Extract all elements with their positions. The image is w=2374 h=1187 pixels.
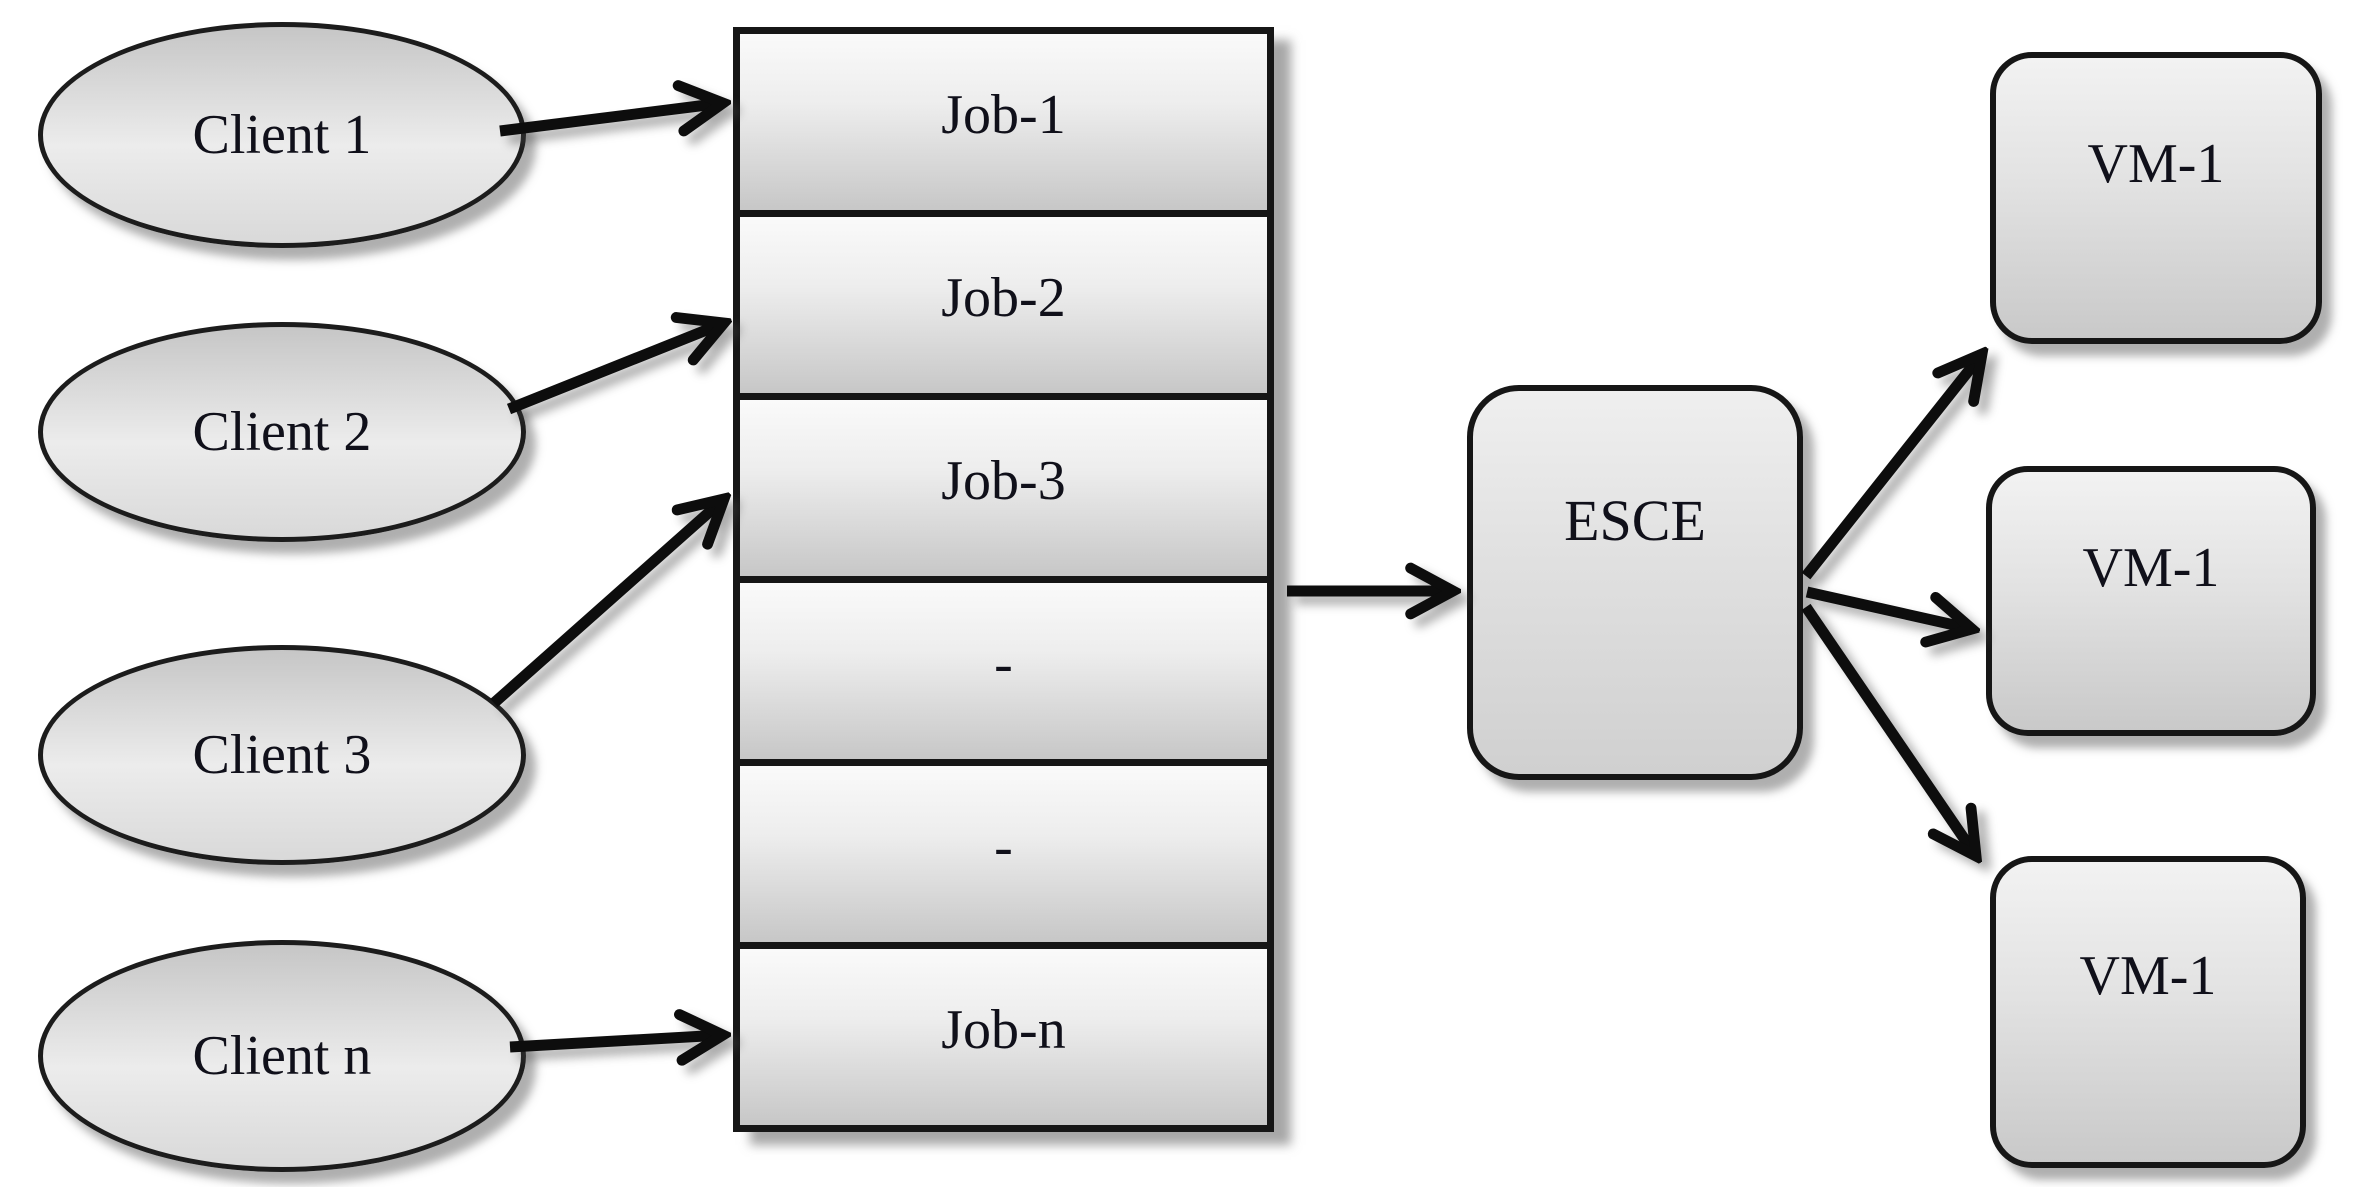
client-node-3-label: Client 3 (192, 724, 372, 786)
job-cell-3-label: Job-3 (941, 450, 1066, 512)
vm-node-1: VM-1 (1990, 52, 2322, 344)
job-cell-3: Job-3 (740, 400, 1267, 576)
arrow-esce-to-vm3 (1801, 603, 1976, 856)
job-cell-4-label: - (994, 633, 1013, 695)
job-cell-4-empty: - (740, 583, 1267, 759)
job-cell-n: Job-n (740, 949, 1267, 1125)
esce-scheduler-node: ESCE (1467, 385, 1803, 780)
client-node-1-label: Client 1 (192, 104, 372, 166)
arrow-client1-to-job1 (499, 103, 723, 137)
arrow-client3-to-job3 (490, 499, 724, 708)
job-queue-stack: Job-1 Job-2 Job-3 - - Job-n (733, 27, 1274, 1132)
vm-node-3-label: VM-1 (2079, 945, 2217, 1007)
job-cell-5-empty: - (740, 766, 1267, 942)
vm-node-2-label: VM-1 (2082, 537, 2220, 599)
vm-node-2: VM-1 (1986, 466, 2316, 736)
arrow-esce-to-vm1 (1801, 354, 1982, 580)
arrow-esce-to-vm2 (1805, 586, 1972, 629)
client-node-3: Client 3 (38, 645, 526, 865)
client-node-2-label: Client 2 (192, 401, 372, 463)
esce-label: ESCE (1564, 488, 1706, 553)
job-cell-2: Job-2 (740, 217, 1267, 393)
client-node-2: Client 2 (38, 322, 526, 542)
job-cell-n-label: Job-n (941, 999, 1066, 1061)
job-cell-1-label: Job-1 (941, 84, 1066, 146)
vm-node-1-label: VM-1 (2087, 133, 2225, 195)
arrow-client2-to-job2 (506, 323, 724, 415)
job-cell-2-label: Job-2 (941, 267, 1066, 329)
arrow-clientn-to-jobn (509, 1035, 723, 1047)
client-node-n-label: Client n (192, 1025, 372, 1087)
client-node-n: Client n (38, 940, 526, 1172)
job-cell-1: Job-1 (740, 34, 1267, 210)
client-node-1: Client 1 (38, 22, 526, 248)
job-cell-5-label: - (994, 816, 1013, 878)
vm-node-3: VM-1 (1990, 856, 2306, 1168)
